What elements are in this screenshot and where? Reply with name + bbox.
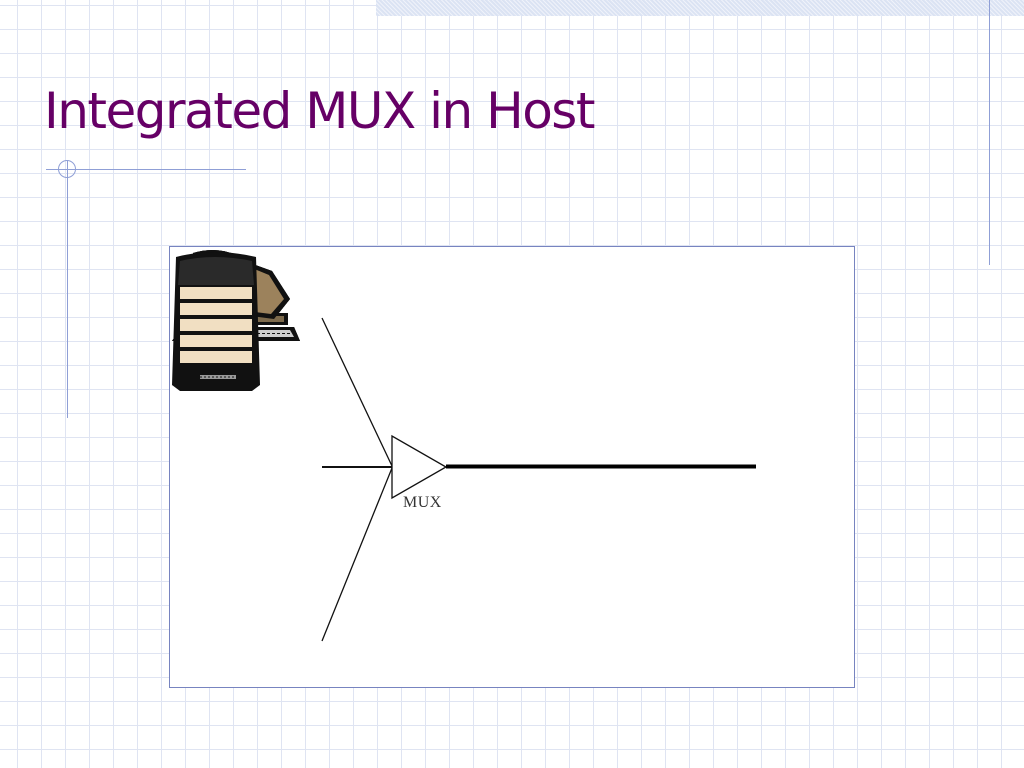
header-decoration-band: [376, 0, 1024, 16]
left-decoration-rule: [67, 160, 68, 418]
network-diagram: MUX: [169, 246, 855, 688]
rule-circle-ornament: [58, 160, 76, 178]
slide-title: Integrated MUX in Host: [44, 82, 595, 140]
link-terminal-3-mux: [321, 467, 393, 642]
title-underline-rule: [46, 169, 246, 170]
host-server-icon: [172, 252, 260, 391]
connection-lines: [321, 317, 756, 642]
link-terminal-1-mux: [321, 317, 393, 467]
mux-label: MUX: [403, 494, 442, 511]
right-decoration-rule: [989, 0, 990, 265]
multiplexer-triangle-icon: [391, 434, 448, 500]
